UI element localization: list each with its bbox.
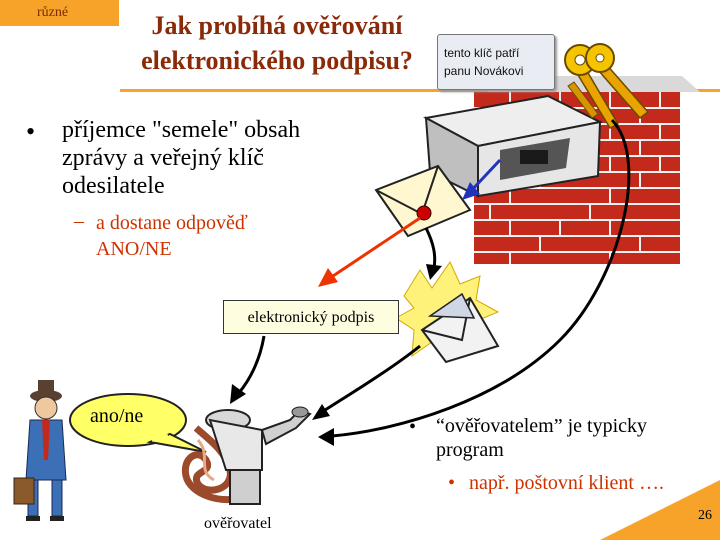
sub-bullet-text-1: a dostane odpověď ANO/NE: [96, 212, 248, 260]
bullet-dot-2: •: [409, 416, 417, 438]
blue-arrow: [462, 158, 502, 200]
sub-bullet-text-2: např. poštovní klient ….: [469, 472, 664, 494]
signature-box: elektronický podpis: [223, 300, 399, 334]
key-owner-sign: tento klíč patří panu Novákovi: [437, 34, 555, 90]
mailbox-icon: [423, 94, 604, 198]
envelope-to-verifier-arrow: [312, 344, 421, 420]
bullet-text-1: příjemce "semele" obsah zprávy a veřejný…: [62, 117, 301, 199]
bullet-dot: •: [26, 117, 36, 146]
speech-bubble: [69, 393, 207, 453]
page-number: 26: [698, 508, 712, 523]
envelope-icon: [374, 164, 472, 238]
verifier-label: ověřovatel: [204, 515, 272, 532]
section-tag: různé: [0, 0, 119, 26]
bullet-text-2: “ověřovatelem” je typicky program: [436, 415, 648, 461]
sub-bullet-dash: –: [74, 210, 84, 232]
keys-icon: [564, 43, 650, 129]
title-rule: [120, 89, 720, 92]
verifier-icon: [181, 406, 312, 505]
person-icon: [13, 380, 67, 521]
sub-bullet-dot: •: [448, 472, 456, 494]
key-path-arrow: [318, 118, 631, 446]
corner-decoration: [600, 480, 720, 540]
down-arrow: [424, 227, 442, 280]
bubble-text: ano/ne: [90, 405, 144, 427]
red-arrow: [318, 216, 421, 287]
slide-title: Jak probíhá ověřování elektronického pod…: [141, 11, 413, 75]
signature-to-verifier-arrow: [230, 335, 266, 404]
opened-envelope-icon: [395, 260, 500, 364]
